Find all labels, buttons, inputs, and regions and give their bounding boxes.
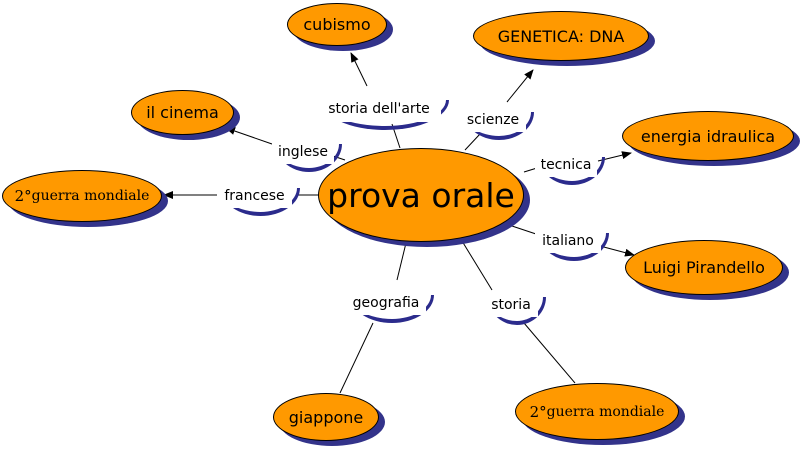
center-node-label: prova orale xyxy=(318,148,524,242)
line-center-italiano xyxy=(511,225,537,235)
arrow-italiano-pirandello xyxy=(599,245,635,257)
node-il-cinema[interactable]: il cinema xyxy=(131,90,240,140)
node-genetica-dna[interactable]: GENETICA: DNA xyxy=(473,11,655,66)
link-label-francese[interactable]: francese xyxy=(217,184,300,216)
node-guerra-mondiale-francese[interactable]: 2°guerra mondiale xyxy=(2,170,168,227)
line-geografia-giappone xyxy=(339,322,374,394)
ordinal-2: 2° xyxy=(529,402,547,421)
line-center-scienze xyxy=(464,133,481,151)
line-center-tecnica xyxy=(523,167,538,173)
link-label-tecnica[interactable]: tecnica xyxy=(535,153,605,185)
link-label-storia-arte[interactable]: storia dell'arte xyxy=(317,96,449,130)
center-node[interactable]: prova orale xyxy=(318,148,530,247)
arrow-storia-arte-cubismo xyxy=(350,52,368,87)
line-center-storia xyxy=(461,240,493,291)
arrow-scienze-genetica xyxy=(506,69,534,103)
node-energia-idraulica[interactable]: energia idraulica xyxy=(622,111,800,166)
link-label-inglese[interactable]: inglese xyxy=(272,140,342,172)
line-center-geografia xyxy=(396,242,407,281)
line-storia-guerra xyxy=(523,322,576,384)
node-cubismo[interactable]: cubismo xyxy=(287,3,393,51)
node-guerra-mondiale-francese-label: guerra mondiale xyxy=(31,188,150,204)
link-label-storia[interactable]: storia xyxy=(484,293,546,325)
arrow-inglese-cinema xyxy=(225,127,273,145)
link-label-geografia[interactable]: geografia xyxy=(346,291,434,323)
link-label-scienze[interactable]: scienze xyxy=(460,108,534,140)
node-guerra-mondiale-storia-label: guerra mondiale xyxy=(546,403,665,420)
link-label-italiano[interactable]: italiano xyxy=(535,229,609,261)
node-giappone[interactable]: giappone xyxy=(273,393,385,446)
ordinal-2: 2° xyxy=(14,187,32,205)
node-luigi-pirandello[interactable]: Luigi Pirandello xyxy=(625,240,789,300)
node-guerra-mondiale-storia[interactable]: 2° guerra mondiale xyxy=(515,383,685,445)
